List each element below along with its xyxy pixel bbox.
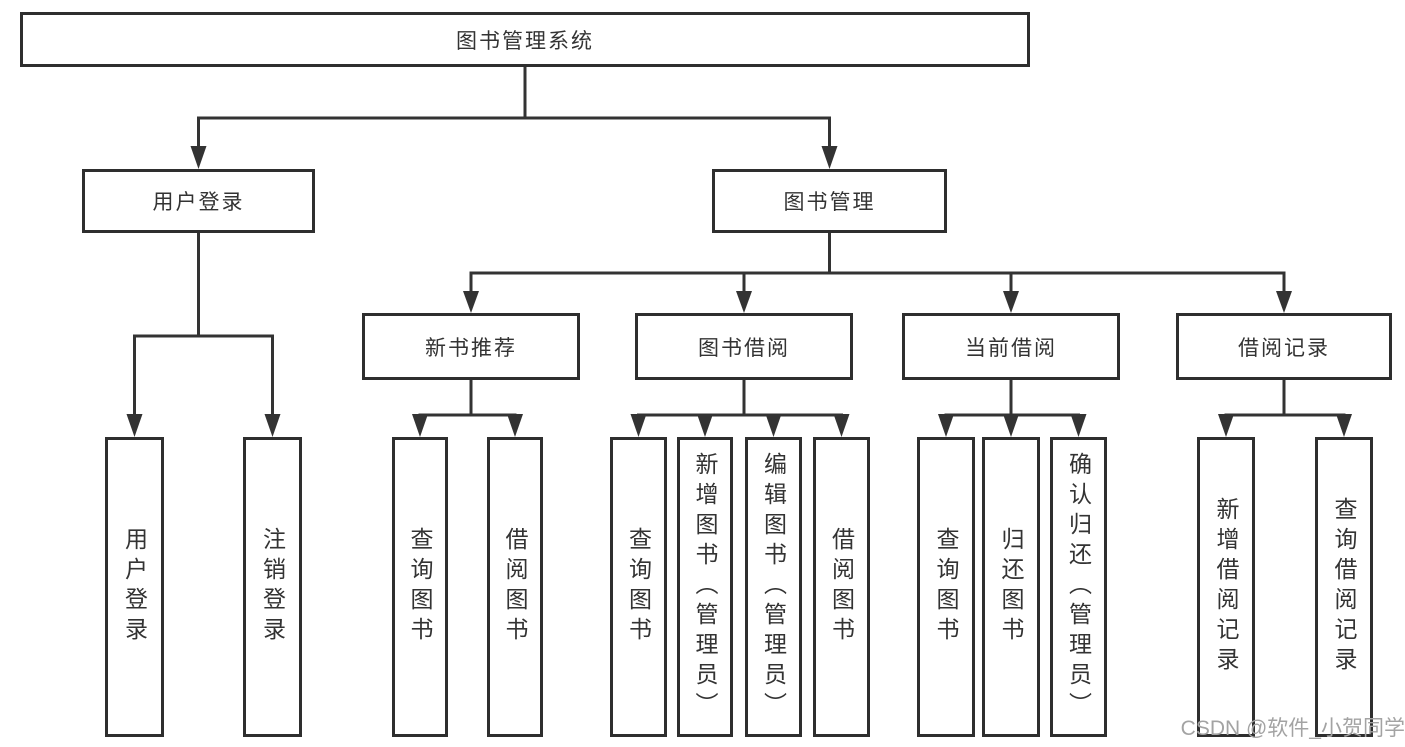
node-library-management-system: 图书管理系统 [20,12,1030,67]
node-label: 图书借阅 [698,336,790,360]
node-leaf-user-login: 用户登录 [105,437,164,737]
node-leaf-borrow-books-1: 借阅图书 [487,437,543,737]
node-leaf-query-books-2: 查询图书 [610,437,667,737]
connector-book-management-to-level3 [463,233,1292,313]
connector-user-login-to-leaves [126,233,281,437]
node-leaf-borrow-books-2: 借阅图书 [813,437,870,737]
watermark-csdn: CSDN @软件_小贺同学 [1180,717,1405,740]
connector-book-borrowing-to-leaves [630,380,850,437]
node-label: 查询借阅记录 [1331,497,1357,677]
node-leaf-confirm-return-admin: 确认归还（管理员） [1050,437,1107,737]
node-label: 查询图书 [407,527,433,647]
connector-current-borrowing-to-leaves [938,380,1087,437]
node-label: 图书管理 [783,191,876,214]
node-book-borrowing: 图书借阅 [635,313,853,380]
node-label: 新增图书（管理员） [692,452,718,722]
node-label: 用户登录 [121,527,148,647]
node-label: 新书推荐 [425,336,517,360]
node-label: 借阅记录 [1238,336,1330,360]
connector-new-books-to-leaves [412,380,523,437]
node-user-login: 用户登录 [82,169,315,233]
connector-borrowing-records-to-leaves [1218,380,1352,437]
node-label: 借阅图书 [828,527,855,647]
connector-root-to-level2 [190,67,838,169]
node-label: 当前借阅 [965,336,1057,360]
node-leaf-add-borrow-record: 新增借阅记录 [1197,437,1255,737]
node-label: 注销登录 [259,527,286,647]
node-label: 新增借阅记录 [1213,497,1239,677]
node-label: 用户登录 [152,191,245,214]
node-leaf-edit-books-admin: 编辑图书（管理员） [745,437,802,737]
node-borrowing-records: 借阅记录 [1176,313,1392,380]
node-leaf-query-books-1: 查询图书 [392,437,448,737]
node-new-book-recommendation: 新书推荐 [362,313,580,380]
node-label: 借阅图书 [502,527,528,647]
node-label: 查询图书 [933,527,959,647]
node-label: 确认归还（管理员） [1065,452,1092,722]
node-leaf-return-books: 归还图书 [982,437,1040,737]
node-leaf-logout: 注销登录 [243,437,302,737]
node-label: 归还图书 [998,527,1024,647]
node-label: 图书管理系统 [456,29,594,53]
node-leaf-query-borrow-record: 查询借阅记录 [1315,437,1373,737]
node-current-borrowing: 当前借阅 [902,313,1120,380]
node-leaf-add-books-admin: 新增图书（管理员） [677,437,733,737]
node-leaf-query-books-3: 查询图书 [917,437,975,737]
node-label: 查询图书 [625,527,652,647]
node-book-management: 图书管理 [712,169,947,233]
node-label: 编辑图书（管理员） [760,452,787,722]
